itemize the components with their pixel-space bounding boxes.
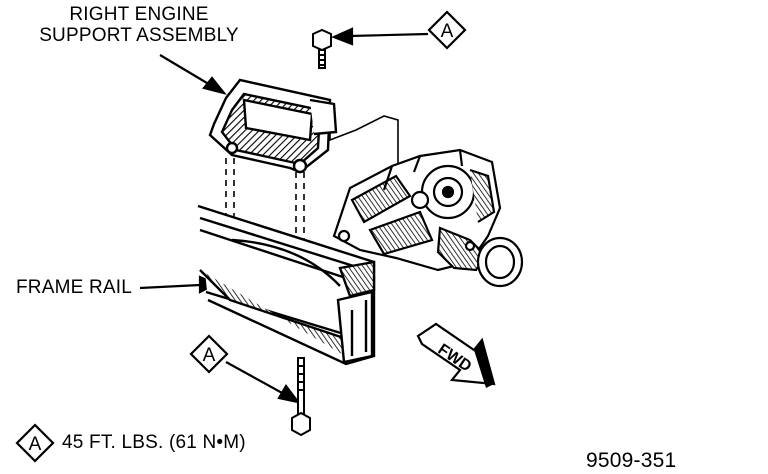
frame-rail-leader-arrow [139, 275, 219, 294]
callout-diamond-bottom: A [189, 334, 229, 374]
mount-to-engine-line [329, 115, 399, 170]
callout-diamond-top: A [427, 10, 467, 50]
engine-assembly [332, 148, 524, 288]
support-leader-arrow [159, 54, 227, 95]
legend-diamond: A [15, 423, 55, 463]
engine-support-mount [208, 78, 338, 174]
torque-spec-label: 45 FT. LBS. (61 N•M) [62, 432, 246, 453]
bottom-bolt [291, 357, 311, 437]
frame-rail-label: FRAME RAIL [16, 277, 133, 298]
top-bolt [312, 28, 332, 69]
legend-letter: A [29, 434, 42, 455]
fwd-arrow: FWD [416, 322, 496, 388]
callout-letter-top: A [441, 21, 454, 42]
callout-letter-bottom: A [203, 345, 216, 366]
frame-rail-body [197, 204, 376, 366]
bottom-bolt-leader-arrow [225, 361, 301, 404]
support-assembly-label: RIGHT ENGINE SUPPORT ASSEMBLY [34, 4, 244, 46]
top-bolt-leader-arrow [331, 27, 429, 46]
support-label-line1: RIGHT ENGINE [69, 4, 209, 25]
figure-number: 9509-351 [586, 449, 677, 472]
support-label-line2: SUPPORT ASSEMBLY [39, 25, 239, 46]
